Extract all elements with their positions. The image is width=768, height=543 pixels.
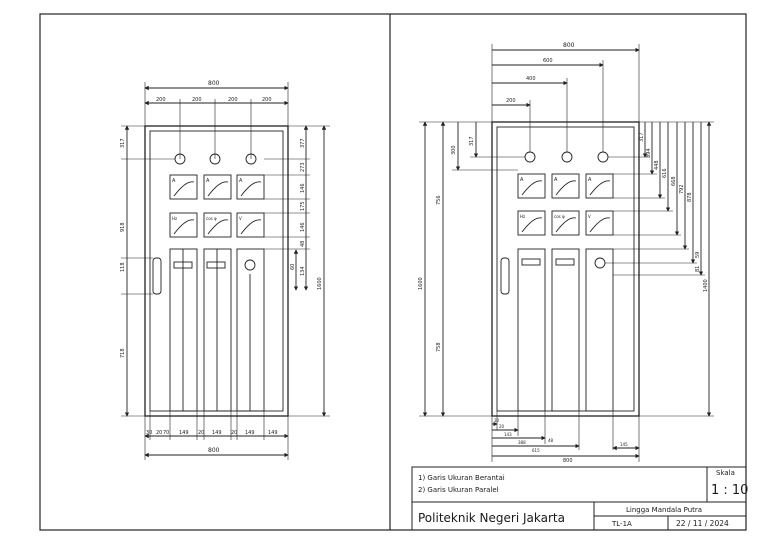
door-handle [500, 257, 510, 295]
dim-right-stack: 317 [639, 132, 645, 142]
dim-bottom: 615 [532, 448, 540, 453]
dim-top: 200 [506, 98, 516, 104]
dim-bottom: 388 [518, 440, 526, 445]
dim-right: 146 [300, 183, 306, 193]
legend-chain-dimension: 1) Garis Ukuran Berantai [418, 474, 505, 482]
dim-top-seg: 200 [262, 97, 272, 103]
dim-right-total: 1600 [317, 277, 323, 290]
dim-left-inner: 300 [451, 145, 457, 155]
dim-bottom: 143 [504, 432, 512, 437]
class-code: TL-1A [611, 520, 632, 528]
dim-right: 134 [300, 266, 306, 276]
dim-top: 600 [543, 58, 553, 64]
scale-value: 1 : 10 [711, 483, 748, 498]
institution-name: Politeknik Negeri Jakarta [418, 511, 565, 525]
dim-left: 918 [120, 222, 126, 232]
dim-right: 175 [300, 201, 306, 211]
dim-top: 800 [563, 42, 575, 49]
meter-label: cos φ [206, 216, 217, 221]
dim-left-mid: 756 [436, 195, 442, 205]
dim-bottom-seg: 20 [198, 430, 204, 436]
dim-bottom-seg: 70 [163, 430, 169, 436]
dim-right: 48 [300, 241, 306, 247]
sheet-border [39, 13, 747, 531]
meter-label: V [588, 214, 591, 219]
right-panel-drawing [419, 44, 714, 462]
dim-bottom-seg: 149 [212, 430, 222, 436]
dim-bottom-seg: 20 [231, 430, 237, 436]
left-panel-outer [144, 125, 289, 417]
dim-bottom-total: 800 [563, 458, 573, 464]
dim-right-stack: 668 [671, 176, 677, 186]
dim-bottom: 30 [494, 418, 500, 423]
meter-label: A [588, 177, 592, 183]
dim-top-seg: 200 [192, 97, 202, 103]
dim-bottom: 48 [548, 438, 554, 443]
legend-parallel-dimension: 2) Garis Ukuran Paralel [418, 486, 499, 494]
door-handle [152, 257, 162, 295]
dim-right-stack: 616 [662, 168, 668, 178]
dim-right: 377 [300, 138, 306, 148]
dim-bottom-seg: 30 [146, 430, 152, 436]
meter-label: A [206, 178, 210, 184]
dim-overall-width: 800 [208, 80, 220, 87]
dim-top-seg: 200 [156, 97, 166, 103]
title-block [411, 466, 747, 531]
drawing-date: 22 / 11 / 2024 [676, 519, 729, 528]
scale-label: Skala [716, 469, 735, 477]
dim-right-total: 1400 [703, 279, 709, 292]
dim-right-stack: 394 [646, 148, 652, 158]
dim-top-seg: 200 [228, 97, 238, 103]
dim-left-inner: 317 [469, 136, 475, 146]
dim-right-small: 81 [695, 266, 701, 272]
dim-left: 317 [120, 138, 126, 148]
author-name: Lingga Mandala Putra [626, 506, 702, 514]
dim-bottom-seg: 149 [268, 430, 278, 436]
meter-label: cos φ [554, 214, 565, 219]
dim-right-stack: 878 [687, 192, 693, 202]
right-panel-outer [491, 121, 640, 417]
meter-label: A [239, 178, 243, 184]
dim-bottom-seg: 20 [156, 430, 162, 436]
dim-bottom-total: 800 [208, 447, 220, 454]
dim-left-lower: 758 [436, 342, 442, 352]
dim-left: 118 [120, 262, 126, 272]
dim-left-outer: 1600 [418, 277, 424, 290]
meter-label: A [172, 178, 176, 184]
meter-label: Hz [520, 214, 525, 219]
indicator-lamp [524, 151, 536, 163]
dim-left: 718 [120, 348, 126, 358]
right-panel-inner [496, 126, 635, 412]
meter-label: A [554, 177, 558, 183]
meter-label: V [239, 216, 242, 221]
dim-right: 273 [300, 162, 306, 172]
dim-bottom: 20 [499, 424, 505, 429]
dim-bottom-right: 145 [620, 442, 628, 447]
indicator-lamp [597, 151, 609, 163]
dim-right-stack: 792 [679, 184, 685, 194]
dim-right: 146 [300, 222, 306, 232]
meter-label: A [520, 177, 524, 183]
dim-bottom-seg: 149 [245, 430, 255, 436]
indicator-lamp [561, 151, 573, 163]
dim-right-small: 59 [695, 252, 701, 258]
dim-bottom-seg: 149 [179, 430, 189, 436]
dim-right: 60 [290, 264, 296, 270]
dim-right-stack: 448 [654, 160, 660, 170]
left-panel-drawing [121, 82, 330, 460]
dim-top: 400 [526, 76, 536, 82]
meter-label: Hz [172, 216, 177, 221]
